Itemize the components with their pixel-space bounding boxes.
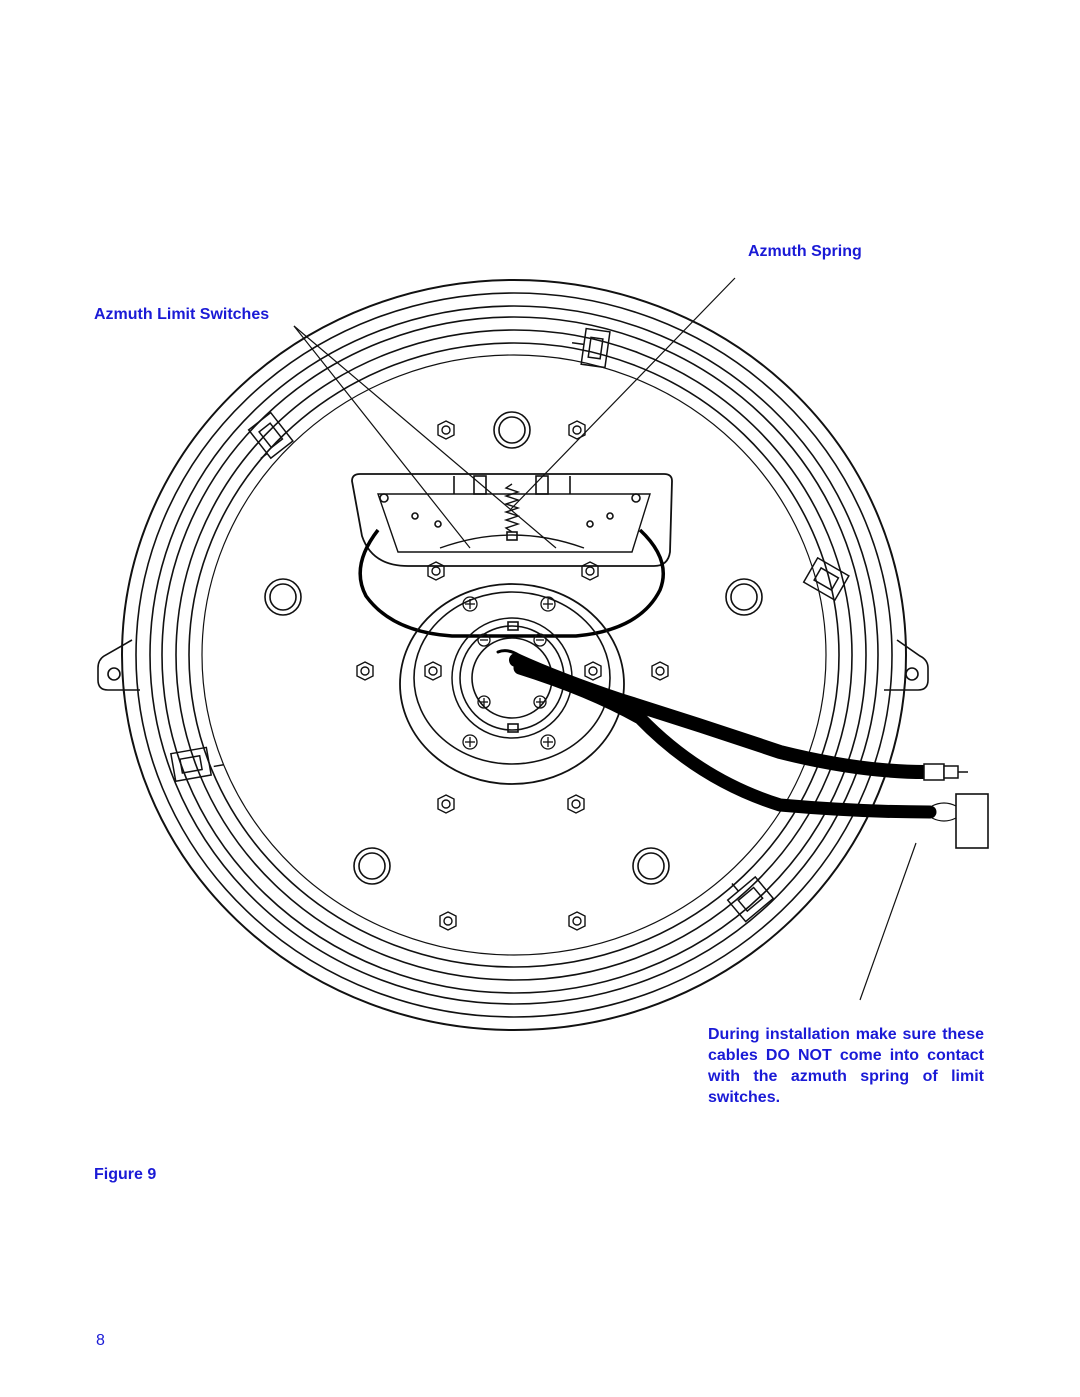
leader-lines — [293, 277, 917, 1001]
large-holes — [264, 411, 763, 885]
hex-nut — [651, 661, 669, 681]
ring-clip-top — [571, 327, 611, 369]
ring-clip-right — [802, 556, 850, 602]
coax-connector — [923, 763, 968, 781]
azimuth-spring-label: Azmuth Spring — [748, 243, 862, 260]
limit-switch-bracket — [351, 473, 673, 567]
left-tab-hole — [107, 667, 121, 681]
hex-nut — [567, 794, 585, 814]
hex-nut — [568, 911, 586, 931]
hex-nut — [427, 561, 445, 581]
azimuth-limit-switches-label: Azmuth Limit Switches — [94, 306, 270, 323]
hex-nuts — [356, 420, 669, 931]
cables — [496, 649, 937, 819]
ring-clip-lower-right — [726, 875, 775, 923]
loop-wire — [358, 528, 665, 638]
hex-nut — [437, 794, 455, 814]
harness-cable — [513, 661, 937, 819]
hex-nut — [356, 661, 374, 681]
spring-anchor — [506, 531, 518, 541]
left-mounting-tab — [97, 639, 140, 691]
hex-nut — [437, 420, 455, 440]
coax-cable — [509, 653, 932, 779]
ring-clips — [170, 327, 850, 923]
hub-screws — [462, 596, 556, 750]
hex-nut — [568, 420, 586, 440]
hex-nut — [584, 661, 602, 681]
figure-caption: Figure 9 — [94, 1166, 157, 1183]
azimuth-spring — [503, 483, 521, 533]
right-tab-hole — [905, 667, 919, 681]
hex-nut — [581, 561, 599, 581]
base-rings — [121, 279, 907, 1031]
hex-nut — [439, 911, 457, 931]
hex-nut — [424, 661, 442, 681]
page-number: 8 — [96, 1332, 105, 1349]
right-mounting-tab — [884, 639, 929, 691]
harness-connector — [931, 793, 989, 849]
cable-warning-note: During installation make sure these cabl… — [708, 1026, 984, 1106]
ring-clip-lower-left — [170, 746, 224, 783]
ring-clip-upper-left — [247, 411, 294, 460]
